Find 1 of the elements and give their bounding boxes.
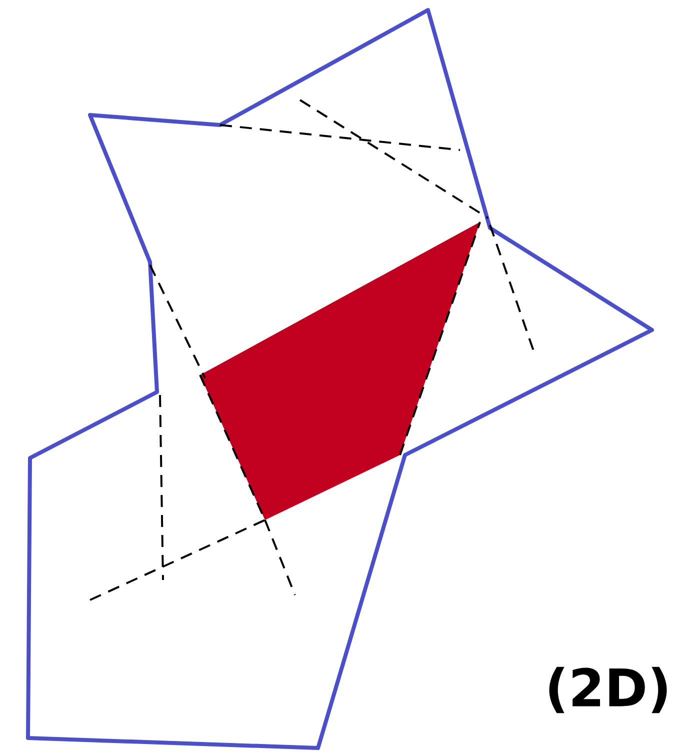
- figure-label: (2D): [549, 666, 667, 714]
